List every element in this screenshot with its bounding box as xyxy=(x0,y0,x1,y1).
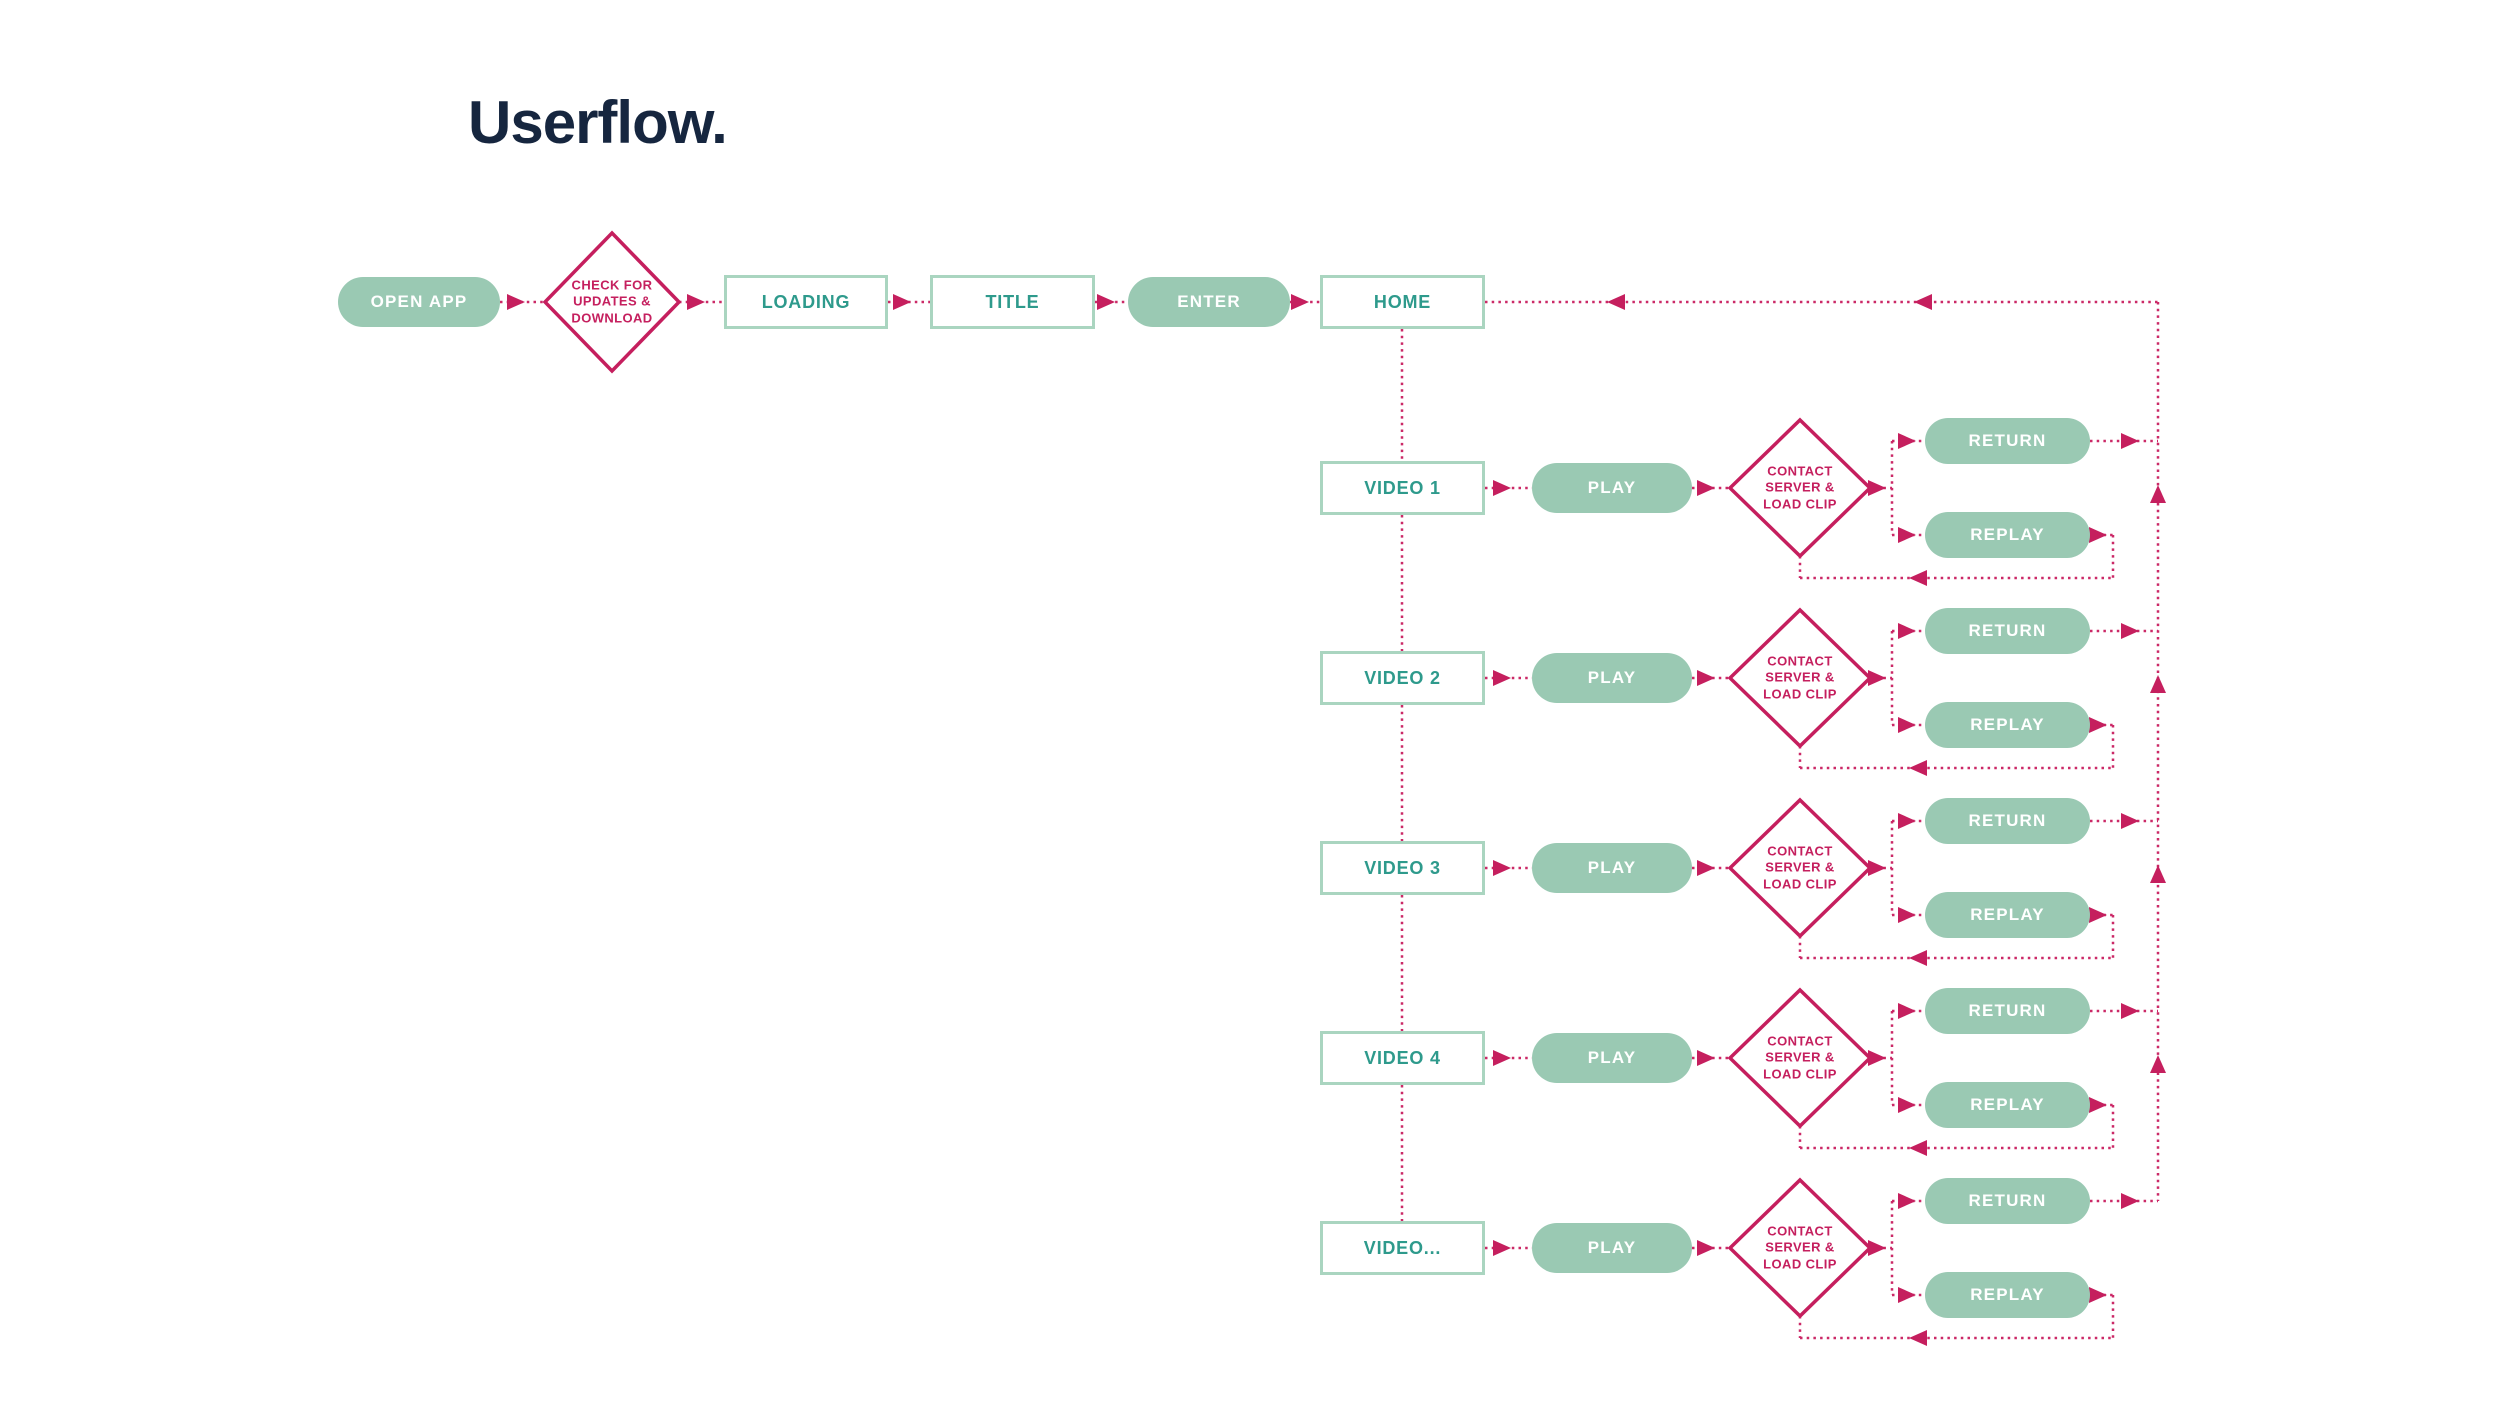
node-play-4: PLAY xyxy=(1532,1033,1692,1083)
node-enter: ENTER xyxy=(1128,277,1290,327)
node-return-2: RETURN xyxy=(1925,608,2090,654)
node-play-2: PLAY xyxy=(1532,653,1692,703)
node-return-4: RETURN xyxy=(1925,988,2090,1034)
node-play-5: PLAY xyxy=(1532,1223,1692,1273)
decision-contact-server-label-1: CONTACT SERVER & LOAD CLIP xyxy=(1763,463,1837,512)
node-open-app: OPEN APP xyxy=(338,277,500,327)
node-loading: LOADING xyxy=(724,275,888,329)
node-video-1: VIDEO 1 xyxy=(1320,461,1485,515)
node-return-1: RETURN xyxy=(1925,418,2090,464)
decision-contact-server-label-4: CONTACT SERVER & LOAD CLIP xyxy=(1763,1033,1837,1082)
decision-check-updates-diamond xyxy=(542,230,682,374)
node-video-3: VIDEO 3 xyxy=(1320,841,1485,895)
node-video-n: VIDEO... xyxy=(1320,1221,1485,1275)
node-replay-4: REPLAY xyxy=(1925,1082,2090,1128)
node-play-1: PLAY xyxy=(1532,463,1692,513)
decision-contact-server-diamond-3 xyxy=(1727,797,1873,939)
decision-contact-server-diamond-1 xyxy=(1727,417,1873,559)
page-title: Userflow. xyxy=(468,89,728,156)
decision-contact-server-diamond-5 xyxy=(1727,1177,1873,1319)
node-replay-3: REPLAY xyxy=(1925,892,2090,938)
node-play-3: PLAY xyxy=(1532,843,1692,893)
node-video-4: VIDEO 4 xyxy=(1320,1031,1485,1085)
node-replay-5: REPLAY xyxy=(1925,1272,2090,1318)
decision-check-updates-label: CHECK FOR UPDATES & DOWNLOAD xyxy=(571,277,653,326)
node-replay-2: REPLAY xyxy=(1925,702,2090,748)
decision-contact-server-label-3: CONTACT SERVER & LOAD CLIP xyxy=(1763,843,1837,892)
node-return-3: RETURN xyxy=(1925,798,2090,844)
node-video-2: VIDEO 2 xyxy=(1320,651,1485,705)
decision-contact-server-label-5: CONTACT SERVER & LOAD CLIP xyxy=(1763,1223,1837,1272)
node-title-screen: TITLE xyxy=(930,275,1095,329)
node-home: HOME xyxy=(1320,275,1485,329)
decision-contact-server-diamond-4 xyxy=(1727,987,1873,1129)
decision-contact-server-label-2: CONTACT SERVER & LOAD CLIP xyxy=(1763,653,1837,702)
decision-contact-server-diamond-2 xyxy=(1727,607,1873,749)
node-replay-1: REPLAY xyxy=(1925,512,2090,558)
node-return-5: RETURN xyxy=(1925,1178,2090,1224)
